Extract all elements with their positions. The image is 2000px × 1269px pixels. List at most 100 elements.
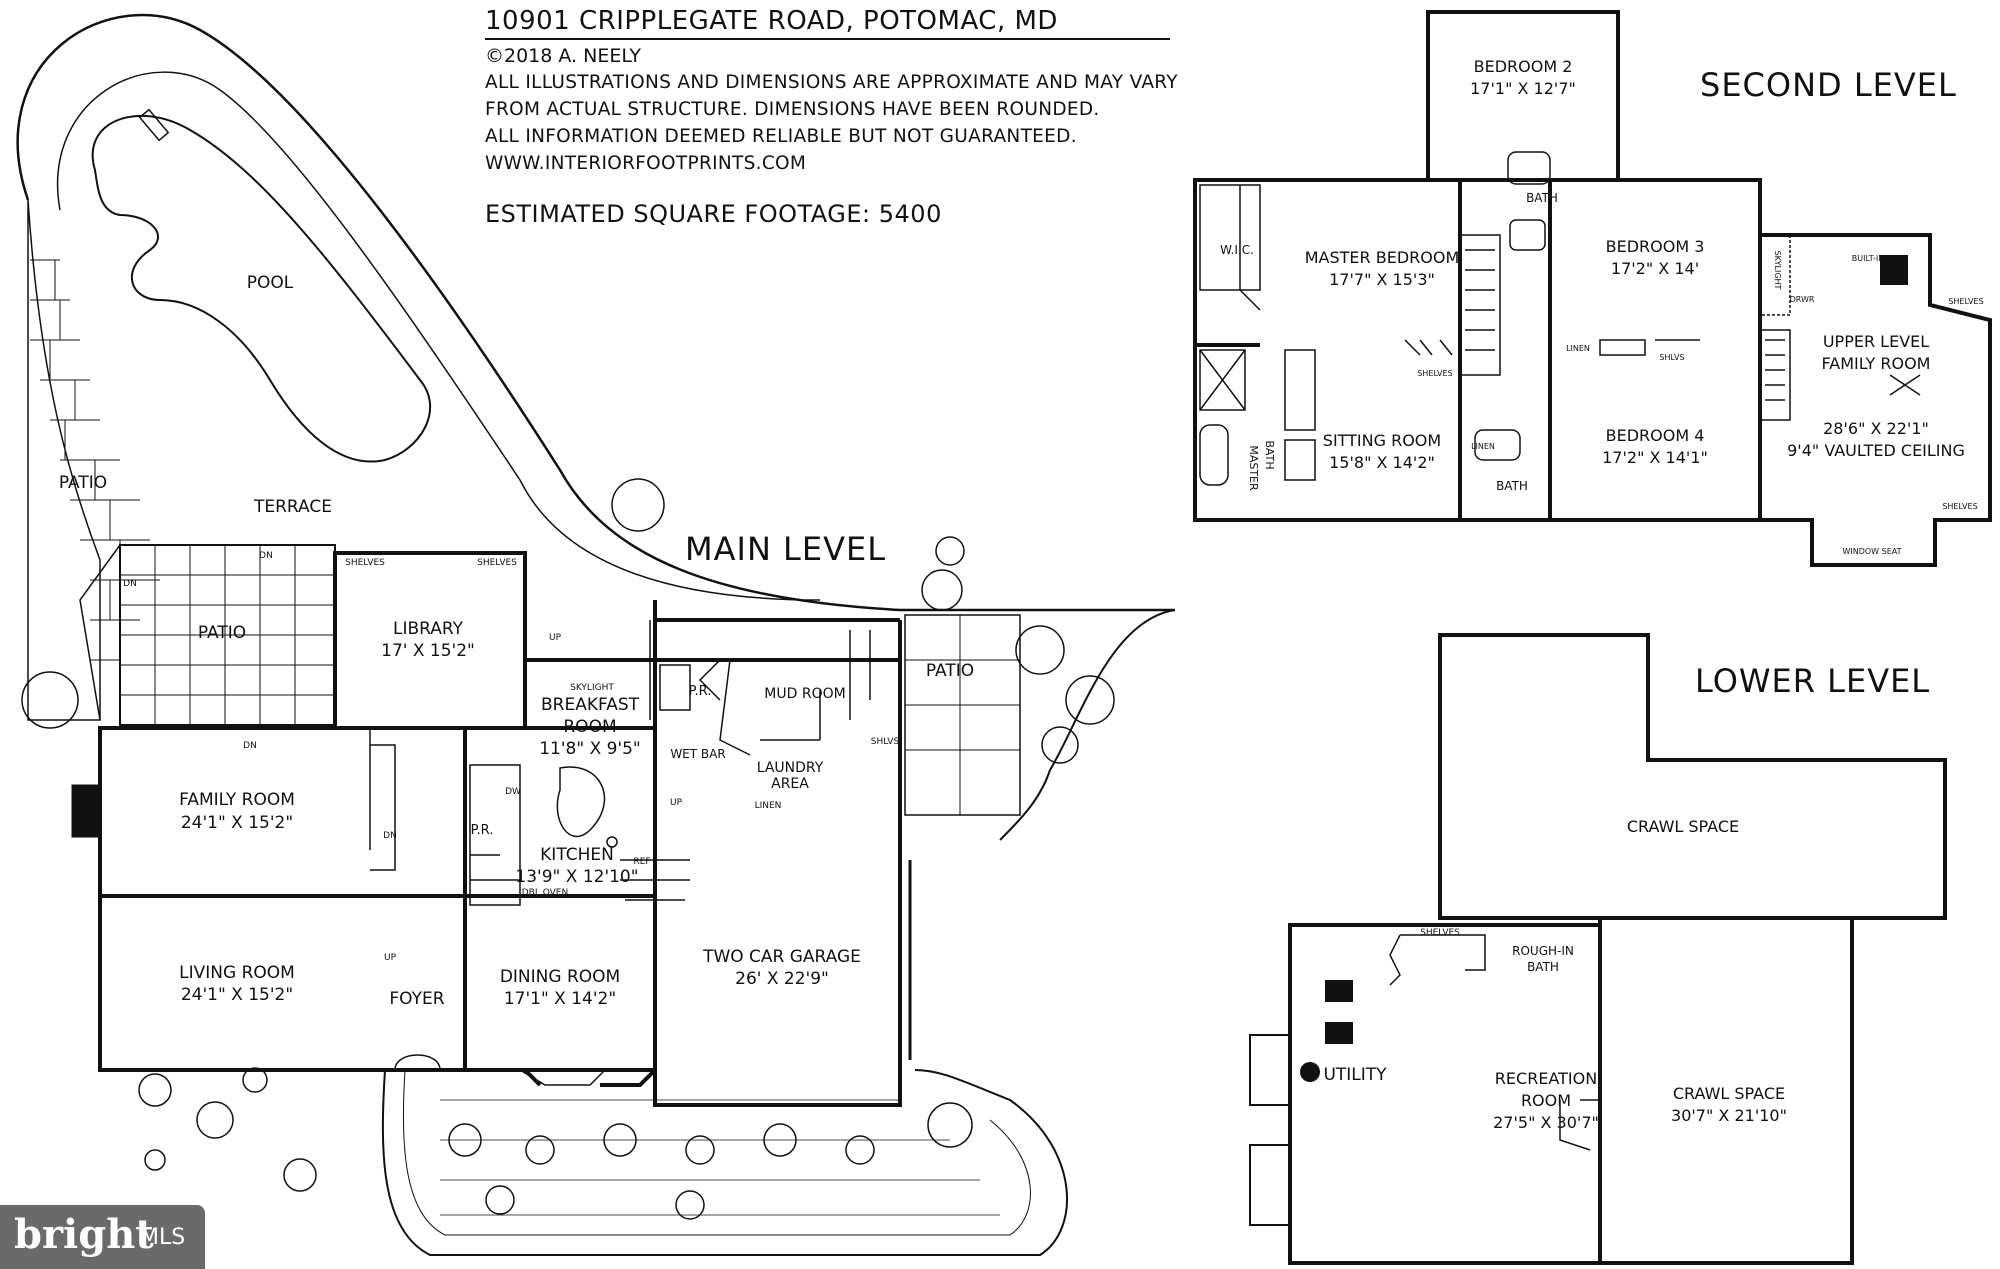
shelves-label-4: SHELVES — [1948, 297, 1983, 306]
skylight-label-2: SKYLIGHT — [1773, 251, 1782, 290]
right-garden-curve — [999, 609, 1176, 841]
dining-room-size: 17'1" X 14'2" — [504, 989, 616, 1009]
rough-in-bath-label-2: BATH — [1527, 960, 1559, 974]
recreation-room-label-2: ROOM — [1521, 1091, 1571, 1110]
crawl-space-size: 30'7" X 21'10" — [1671, 1106, 1787, 1125]
window-seat-label: WINDOW SEAT — [1842, 547, 1901, 556]
library-size: 17' X 15'2" — [381, 641, 475, 661]
sitting-room-label: SITTING ROOM — [1323, 431, 1441, 450]
linen-label: LINEN — [755, 801, 782, 811]
bright-mls-badge: bright MLS — [0, 1205, 205, 1269]
fireplace — [71, 784, 101, 838]
brand-logo: bright — [14, 1211, 154, 1258]
shrub-group — [21, 478, 1115, 1220]
shelves-label-5: SHELVES — [1942, 502, 1977, 511]
family-room-size: 24'1" X 15'2" — [181, 813, 293, 833]
main-level-details — [369, 620, 912, 1086]
linen-label-2: LINEN — [1566, 344, 1590, 353]
kitchen-size: 13'9" X 12'10" — [515, 867, 638, 887]
recreation-room-size: 27'5" X 30'7" — [1493, 1113, 1599, 1132]
up-label-2: UP — [670, 798, 683, 808]
pool-outline — [91, 115, 431, 463]
double-oven-label: DBL OVEN — [522, 888, 568, 898]
linen-label-3: LINEN — [1471, 442, 1495, 451]
dn-label-2: DN — [123, 579, 137, 589]
breakfast-size: 11'8" X 9'5" — [539, 739, 641, 759]
bath-label: BATH — [1526, 191, 1558, 205]
upper-family-size: 28'6" X 22'1" — [1823, 419, 1929, 438]
website-line: WWW.INTERIORFOOTPRINTS.COM — [485, 153, 807, 174]
pool-deck-inner — [57, 71, 821, 601]
pool-label: POOL — [247, 273, 294, 293]
bedroom-4-size: 17'2" X 14'1" — [1602, 448, 1708, 467]
mls-label: MLS — [140, 1225, 186, 1250]
master-bath-label-2: BATH — [1263, 440, 1276, 469]
disclaimer-line: FROM ACTUAL STRUCTURE. DIMENSIONS HAVE B… — [485, 99, 1100, 120]
dining-room-label: DINING ROOM — [500, 967, 620, 987]
wet-bar-label: WET BAR — [670, 747, 725, 761]
walk-in-closet-label: W.I.C. — [1220, 243, 1254, 257]
shelves-label: SHELVES — [345, 558, 385, 568]
up-label-3: UP — [384, 953, 397, 963]
copyright-note: ©2018 A. NEELY — [485, 45, 642, 67]
patio-left-label: PATIO — [59, 473, 107, 493]
patio-left-outline — [27, 199, 101, 721]
square-footage: ESTIMATED SQUARE FOOTAGE: 5400 — [485, 200, 942, 228]
master-bedroom-size: 17'7" X 15'3" — [1329, 270, 1435, 289]
patio-center-pavers — [79, 544, 335, 725]
master-bath-label: MASTER — [1247, 445, 1260, 491]
skylight-label: SKYLIGHT — [570, 683, 614, 693]
second-level-title: SECOND LEVEL — [1700, 66, 1957, 104]
shelves-label-7: SHLVS — [1659, 353, 1684, 362]
terrace-label: TERRACE — [253, 497, 332, 517]
lower-level-details — [1389, 934, 1600, 1151]
second-level-walls — [1193, 10, 1992, 567]
fireplace-label: FP — [80, 809, 91, 819]
crawl-space-label-2: CRAWL SPACE — [1673, 1084, 1785, 1103]
pr-label-2: P.R. — [471, 823, 494, 838]
dn-label-4: DN — [383, 831, 397, 841]
library-label: LIBRARY — [393, 619, 464, 639]
rough-in-bath-label: ROUGH-IN — [1512, 944, 1574, 958]
built-in-desk-label: BUILT-IN DESK — [1852, 254, 1909, 263]
upper-family-ceiling: 9'4" VAULTED CEILING — [1787, 441, 1965, 460]
upper-family-label: UPPER LEVEL — [1823, 332, 1929, 351]
upper-family-label-2: FAMILY ROOM — [1822, 354, 1931, 373]
breakfast-label-2: ROOM — [563, 717, 616, 737]
disclaimer-line: ALL INFORMATION DEEMED RELIABLE BUT NOT … — [485, 126, 1077, 147]
patio-left-pavers — [30, 259, 160, 661]
dn-label: DN — [259, 551, 273, 561]
sitting-room-size: 15'8" X 14'2" — [1329, 453, 1435, 472]
patio-center-label: PATIO — [198, 623, 246, 643]
bedroom-2-size: 17'1" X 12'7" — [1470, 79, 1576, 98]
lower-level-title: LOWER LEVEL — [1695, 662, 1931, 700]
main-level-title: MAIN LEVEL — [685, 530, 887, 568]
bedroom-2-label: BEDROOM 2 — [1474, 57, 1573, 76]
dishwasher-label: DW — [505, 787, 521, 797]
mud-room-label: MUD ROOM — [764, 686, 845, 702]
kitchen-label: KITCHEN — [540, 845, 614, 865]
breakfast-label: BREAKFAST — [541, 695, 640, 715]
master-bedroom-label: MASTER BEDROOM — [1305, 248, 1460, 267]
utility-unit-1 — [1325, 980, 1353, 1002]
patio-right-label: PATIO — [926, 661, 974, 681]
laundry-label: LAUNDRY — [757, 760, 824, 776]
pr-label: P.R. — [689, 684, 712, 699]
bedroom-3-size: 17'2" X 14' — [1611, 259, 1699, 278]
dn-label-3: DN — [243, 741, 257, 751]
shelves-label-6: SHELVES — [1417, 369, 1452, 378]
drawer-label: DRWR — [1790, 295, 1815, 304]
living-room-label: LIVING ROOM — [179, 963, 295, 983]
laundry-label-2: AREA — [771, 776, 809, 792]
pool-diving-board — [138, 108, 170, 142]
foyer-label: FOYER — [389, 989, 444, 1009]
front-walk-outline — [381, 1069, 1068, 1256]
garage-size: 26' X 22'9" — [735, 969, 829, 989]
living-room-size: 24'1" X 15'2" — [181, 985, 293, 1005]
header-divider — [485, 38, 1170, 40]
patio-right-outline — [904, 614, 1021, 816]
family-room-label: FAMILY ROOM — [179, 790, 295, 810]
utility-tank — [1300, 1062, 1320, 1082]
